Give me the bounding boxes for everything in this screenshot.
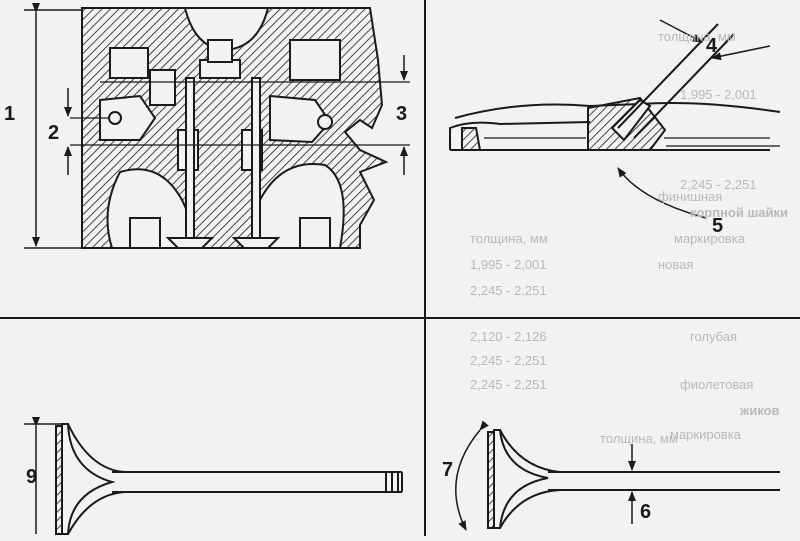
ghost-thickness-header: толщина, мм [470, 231, 548, 246]
ghost-value: 2,245 - 2,251 [470, 353, 547, 368]
cylinder-head-section [70, 7, 410, 249]
ghost-word: фиолетовая [680, 377, 754, 392]
ghost-word: жиков [740, 403, 780, 418]
ghost-value: 2,120 - 2,126 [470, 329, 547, 344]
ghost-mm-header: толщина, мм [658, 29, 736, 44]
ghost-word: корпной шайки [690, 205, 789, 220]
ghost-lower-header: толщина, мм [600, 431, 678, 446]
callout-6: 6 [640, 501, 652, 523]
ghost-value: 2,245 - 2,251 [470, 283, 547, 298]
dimension-lines-top-left [24, 3, 408, 249]
ghost-value: 1,995 - 2,001 [680, 87, 757, 102]
ghost-value: 2,245 - 2,251 [680, 177, 757, 192]
dimension-lines-bottom-left [24, 417, 64, 534]
callout-3: 3 [396, 103, 408, 125]
dimension-lines-bottom-right [455, 420, 636, 531]
callout-9: 9 [26, 466, 38, 488]
callout-2: 2 [48, 122, 60, 144]
callout-1: 1 [4, 103, 16, 125]
callout-5: 5 [712, 215, 724, 237]
ghost-word: финишная [658, 189, 723, 204]
callout-7: 7 [442, 459, 454, 481]
ghost-word: голубая [690, 329, 738, 344]
ghost-value: 2,245 - 2,251 [470, 377, 547, 392]
callout-4: 4 [706, 35, 718, 57]
ghost-word: маркировка [670, 427, 741, 442]
seat-arrows [617, 19, 771, 219]
valve-full-view [55, 423, 403, 535]
ghost-word: новая [658, 257, 694, 272]
ghost-word: маркировка [674, 231, 745, 246]
ghost-value: 1,995 - 2,001 [470, 257, 547, 272]
